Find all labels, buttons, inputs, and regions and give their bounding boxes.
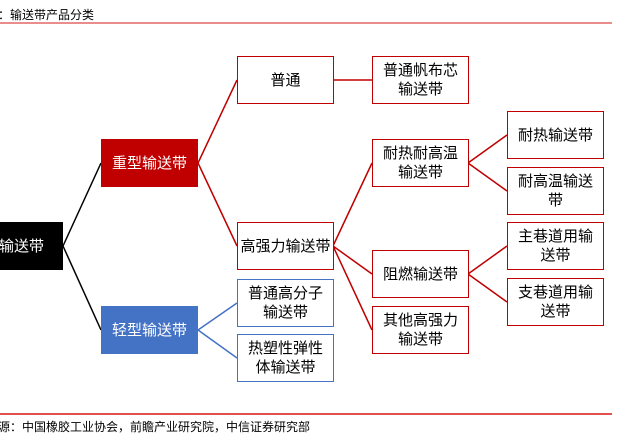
node-ordinary: 普通 (237, 56, 334, 104)
source-note: 来源：中国橡胶工业协会，前瞻产业研究院，中信证券研究部 (0, 420, 311, 434)
node-canvas: 普通帆布芯输送带 (372, 56, 469, 104)
node-high-temp: 耐高温输送带 (507, 167, 604, 215)
node-heat: 耐热输送带 (507, 111, 604, 159)
node-light: 轻型输送带 (101, 306, 198, 354)
node-flame: 阻燃输送带 (372, 250, 469, 298)
node-other: 其他高强力输送带 (372, 306, 469, 354)
node-root: 输送带 (0, 222, 63, 270)
node-thermoplastic: 热塑性弹性体输送带 (237, 334, 334, 382)
node-polymer: 普通高分子输送带 (237, 279, 334, 327)
node-heat-resistant: 耐热耐高温输送带 (372, 139, 469, 187)
node-main-lane: 主巷道用输送带 (507, 222, 604, 270)
node-high-strength: 高强力输送带 (237, 222, 334, 270)
header-divider (0, 22, 612, 24)
node-branch-lane: 支巷道用输送带 (507, 278, 604, 326)
footer-divider (0, 413, 612, 415)
node-heavy: 重型输送带 (101, 139, 198, 187)
figure-title: ：输送带产品分类 (0, 8, 95, 22)
